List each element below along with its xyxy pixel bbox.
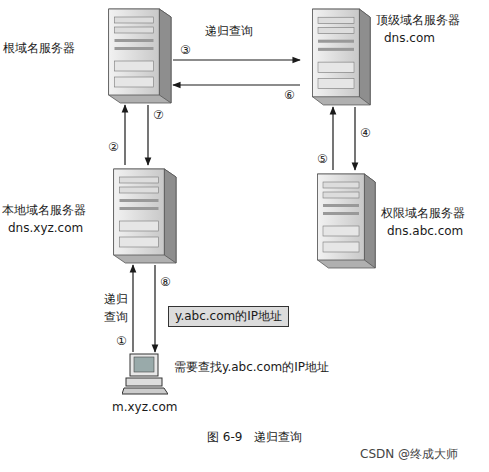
- step-number: ⑥: [284, 88, 295, 102]
- query-arrow: [147, 105, 148, 165]
- query-arrow: [173, 84, 300, 85]
- dns-server-node: 根域名服务器: [95, 5, 173, 105]
- query-type-label: 递归查询: [205, 24, 253, 38]
- dns-server-node: 本地域名服务器dns.xyz.com: [100, 165, 178, 265]
- node-title: 权限域名服务器: [381, 206, 465, 220]
- query-arrow: [332, 107, 333, 170]
- query-arrow: [154, 265, 155, 352]
- node-title: 本地域名服务器: [2, 203, 86, 217]
- dns-server-node: 权限域名服务器dns.abc.com: [305, 170, 377, 270]
- server-icon: [95, 5, 173, 105]
- step-number: ③: [180, 43, 191, 57]
- computer-icon: [122, 352, 168, 396]
- query-type-label: 递归 查询: [104, 290, 130, 326]
- figure-caption: 图 6-9 递归查询: [207, 430, 302, 444]
- watermark: CSDN @终成大师: [360, 447, 458, 461]
- node-host: dns.abc.com: [387, 224, 463, 238]
- query-arrow: [124, 105, 125, 165]
- server-icon: [305, 170, 377, 270]
- node-title: y.abc.com的IP地址: [169, 307, 288, 325]
- node-host: dns.com: [384, 31, 435, 45]
- server-icon: [300, 5, 372, 107]
- node-title: 根域名服务器: [3, 41, 75, 55]
- step-number: ⑧: [160, 275, 171, 289]
- node-title: 顶级域名服务器: [376, 13, 460, 27]
- answer-box: y.abc.com的IP地址: [168, 306, 289, 327]
- step-number: ④: [360, 126, 371, 140]
- step-number: ①: [116, 334, 127, 348]
- step-number: ⑦: [153, 108, 164, 122]
- node-host: dns.xyz.com: [8, 221, 83, 235]
- query-arrow: [132, 265, 133, 352]
- query-arrow: [173, 59, 300, 60]
- query-arrow: [354, 107, 355, 170]
- host-node: 需要查找y.abc.com的IP地址m.xyz.com: [122, 352, 168, 396]
- step-number: ⑤: [317, 152, 328, 166]
- node-host: m.xyz.com: [112, 400, 177, 414]
- dns-server-node: 顶级域名服务器dns.com: [300, 5, 372, 107]
- node-title: 需要查找y.abc.com的IP地址: [174, 360, 329, 374]
- server-icon: [100, 165, 178, 265]
- step-number: ②: [108, 140, 119, 154]
